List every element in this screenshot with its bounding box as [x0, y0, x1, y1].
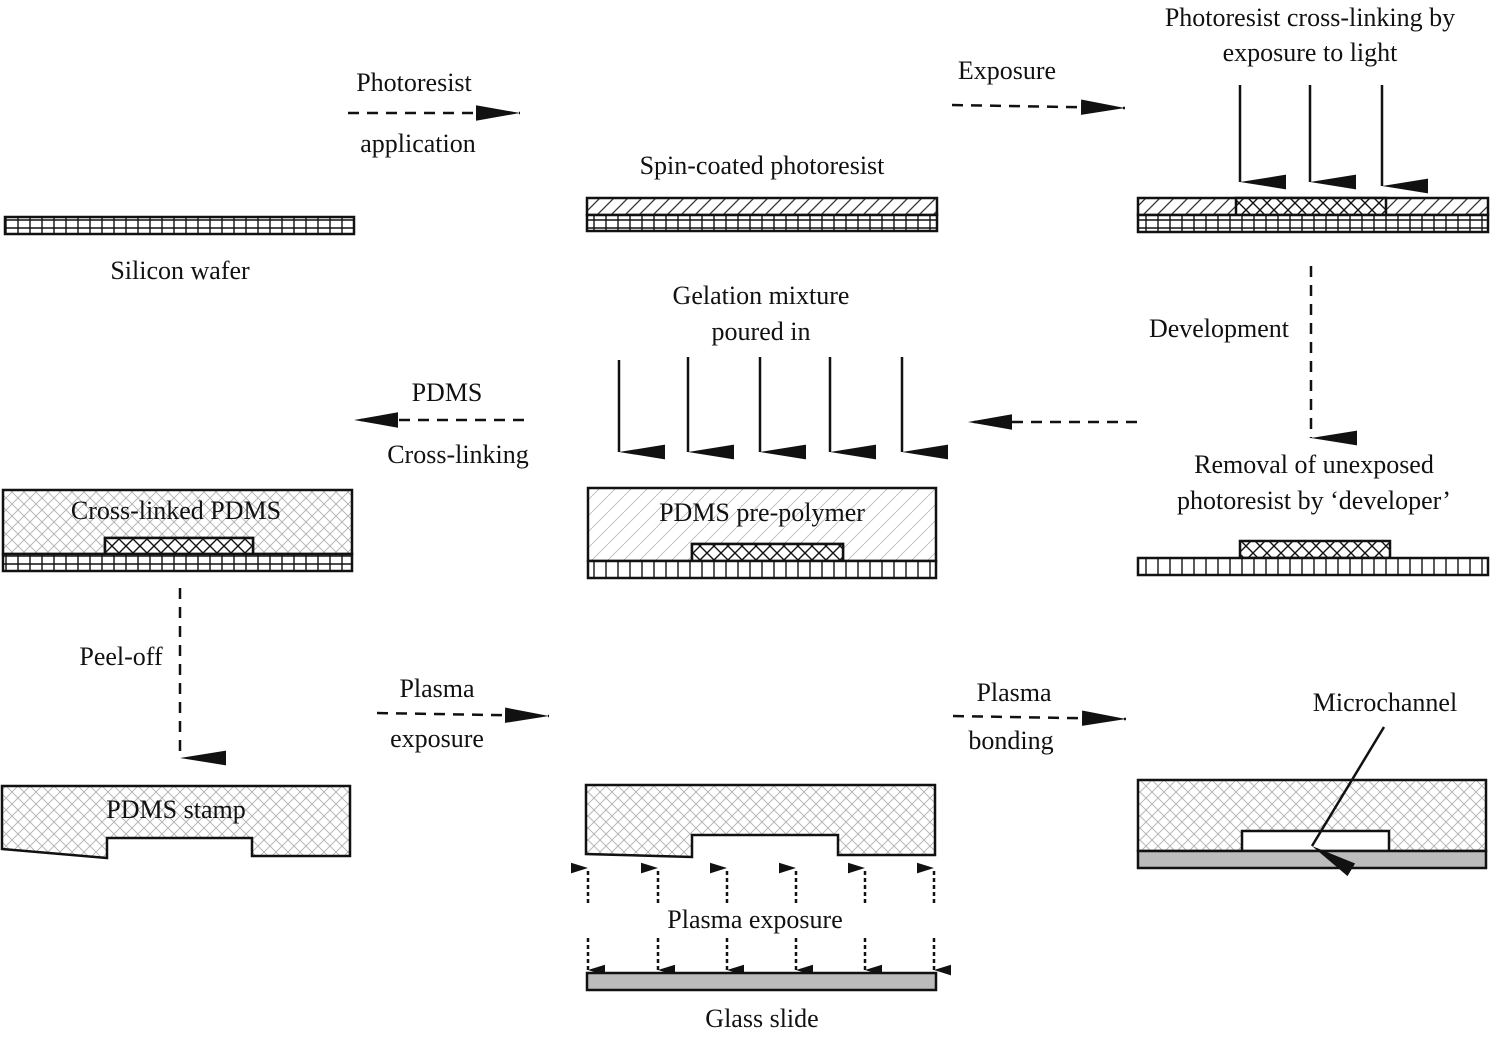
removal-step: Removal of unexposed photoresist by ‘dev… — [1136, 450, 1490, 577]
photoresist-application-arrow: Photoresist application — [348, 68, 520, 158]
development-arrow: Development — [1149, 266, 1357, 446]
plasma-up-arrows — [571, 862, 936, 903]
plasma-bonding-label-2: bonding — [968, 726, 1053, 755]
photoresist-layer — [585, 196, 939, 217]
pdms-crosslinking-label-2: Cross-linking — [387, 440, 529, 469]
photoresist-application-label-1: Photoresist — [356, 68, 472, 97]
developed-photoresist — [1238, 539, 1392, 560]
pdms-stamp-step: PDMS stamp — [0, 784, 352, 860]
silicon-wafer — [1, 552, 354, 573]
glass-slide — [1136, 849, 1488, 870]
removal-label-2: photoresist by ‘developer’ — [1177, 486, 1451, 515]
plasma-exposure-arrow: Plasma exposure — [376, 674, 550, 753]
glass-slide — [585, 971, 938, 992]
pdms-crosslinking-arrow: PDMS Cross-linking — [354, 378, 529, 469]
pdms-stamp — [0, 784, 352, 860]
pdms-crosslinking-label-1: PDMS — [412, 378, 483, 407]
microchannel-label: Microchannel — [1313, 688, 1457, 717]
silicon-wafer — [585, 213, 939, 233]
microchannel-pointer-arrow — [1310, 726, 1386, 877]
peel-off-label: Peel-off — [79, 642, 163, 671]
plasma-down-arrows — [586, 938, 951, 976]
plasma-bonding-arrow: Plasma bonding — [952, 678, 1127, 755]
exposure-label: Exposure — [958, 56, 1056, 85]
photoresist-application-label-2: application — [360, 129, 476, 158]
removal-label-1: Removal of unexposed — [1194, 450, 1434, 479]
gelation-label-2: poured in — [712, 317, 811, 346]
silicon-wafer-step: Silicon wafer — [3, 215, 356, 285]
plasma-exposure-step: Plasma exposure Glass slide — [571, 783, 951, 1033]
gelation-label-1: Gelation mixture — [673, 281, 850, 310]
plasma-exposure-label-1: Plasma — [399, 674, 475, 703]
exposed-photoresist — [1234, 196, 1388, 217]
photoresist-mold — [690, 542, 845, 563]
development-label: Development — [1149, 314, 1290, 343]
spin-coated-label: Spin-coated photoresist — [640, 151, 886, 180]
silicon-wafer — [586, 559, 938, 580]
pdms-prepolymer-label: PDMS pre-polymer — [659, 498, 865, 527]
silicon-wafer — [1136, 556, 1490, 577]
bonded-device-step: Microchannel — [1136, 688, 1488, 877]
crosslinking-step: Photoresist cross-linking by exposure to… — [1136, 3, 1490, 234]
silicon-wafer-label: Silicon wafer — [110, 256, 250, 285]
plasma-exposure-label-2: exposure — [390, 724, 484, 753]
glass-slide-label: Glass slide — [705, 1004, 818, 1033]
crosslinked-step: Cross-linked PDMS — [1, 488, 354, 573]
peel-off-arrow: Peel-off — [79, 588, 226, 766]
plasma-bonding-label-1: Plasma — [976, 678, 1052, 707]
pdms-stamp-label: PDMS stamp — [106, 795, 245, 824]
silicon-wafer — [1136, 213, 1490, 234]
plasma-exposure-center-label: Plasma exposure — [667, 905, 842, 934]
crosslinking-light-label-2: exposure to light — [1223, 38, 1399, 67]
crosslinking-light-label-1: Photoresist cross-linking by — [1165, 3, 1455, 32]
pdms-stamp — [584, 783, 937, 859]
crosslinked-pdms-label: Cross-linked PDMS — [71, 496, 281, 525]
exposure-arrow: Exposure — [951, 56, 1126, 115]
silicon-wafer — [3, 215, 356, 236]
spin-coated-step: Spin-coated photoresist — [585, 151, 939, 233]
photoresist-mold — [103, 536, 255, 556]
prepolymer-step: Gelation mixture poured in PDMS pre-poly… — [586, 281, 948, 580]
